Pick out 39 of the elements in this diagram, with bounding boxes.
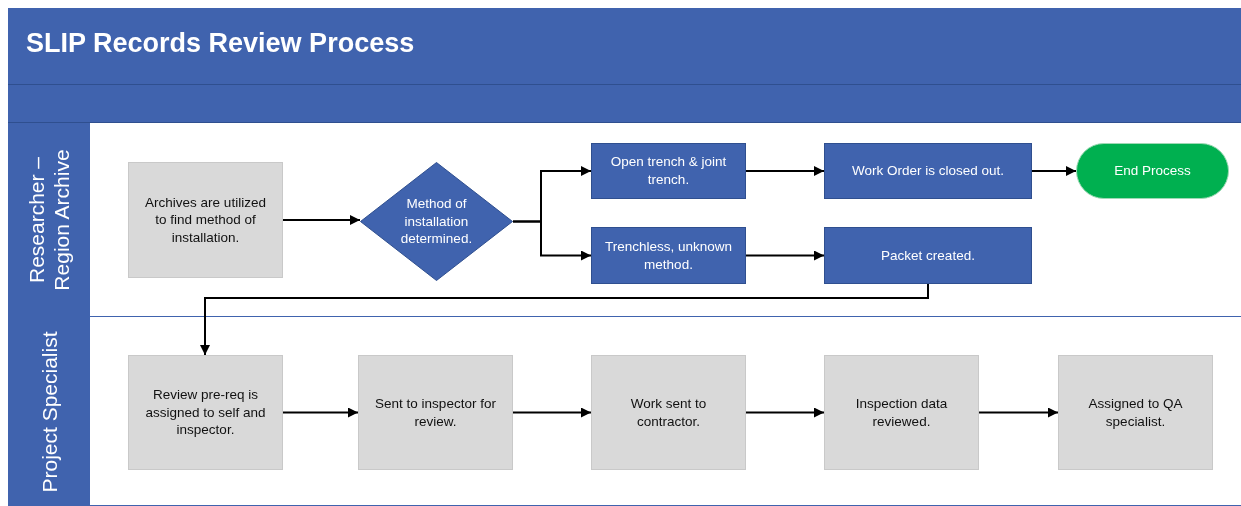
decision-diamond bbox=[360, 162, 513, 281]
process-box bbox=[591, 143, 746, 199]
diagram-title: SLIP Records Review Process bbox=[26, 28, 415, 59]
node-text: Review pre-req is assigned to self and inspector. bbox=[144, 386, 267, 439]
node-text: Packet created. bbox=[880, 246, 976, 265]
process-box bbox=[824, 355, 979, 470]
process-box bbox=[591, 227, 746, 284]
node-text: Inspection data reviewed. bbox=[854, 394, 949, 431]
arrow bbox=[282, 407, 359, 418]
swimlane bbox=[8, 123, 1241, 317]
process-box bbox=[128, 162, 283, 278]
node-text: Archives are utilized to find method of installation. bbox=[144, 193, 267, 247]
process-box bbox=[824, 227, 1032, 284]
node-text: Assigned to QA specialist. bbox=[1087, 394, 1184, 431]
node-text: Work Order is closed out. bbox=[850, 162, 1006, 180]
arrow bbox=[282, 215, 361, 225]
process-box bbox=[824, 143, 1032, 199]
node-text: Sent to inspector for review. bbox=[374, 394, 497, 431]
node-text: Work sent to contractor. bbox=[629, 394, 708, 431]
swimlane bbox=[8, 317, 1241, 506]
lane-label: Project Specialist bbox=[36, 329, 62, 495]
node-text: Trenchless, unknown method. bbox=[603, 237, 734, 274]
terminator-pill bbox=[1076, 143, 1229, 199]
arrow bbox=[745, 407, 825, 418]
arrow bbox=[200, 283, 929, 356]
lane-label: Researcher – Region Archive bbox=[23, 148, 74, 293]
arrow bbox=[512, 220, 592, 261]
node-text: Open trench & joint trench. bbox=[609, 153, 728, 189]
process-box bbox=[128, 355, 283, 470]
arrow bbox=[978, 407, 1059, 418]
arrow bbox=[745, 250, 825, 261]
arrow bbox=[745, 166, 825, 176]
arrow bbox=[1031, 166, 1077, 176]
process-box bbox=[591, 355, 746, 470]
node-text: End Process bbox=[1113, 162, 1192, 180]
process-box bbox=[358, 355, 513, 470]
node-text: Method of installation determined. bbox=[399, 195, 474, 248]
arrow bbox=[512, 407, 592, 418]
process-box bbox=[1058, 355, 1213, 470]
